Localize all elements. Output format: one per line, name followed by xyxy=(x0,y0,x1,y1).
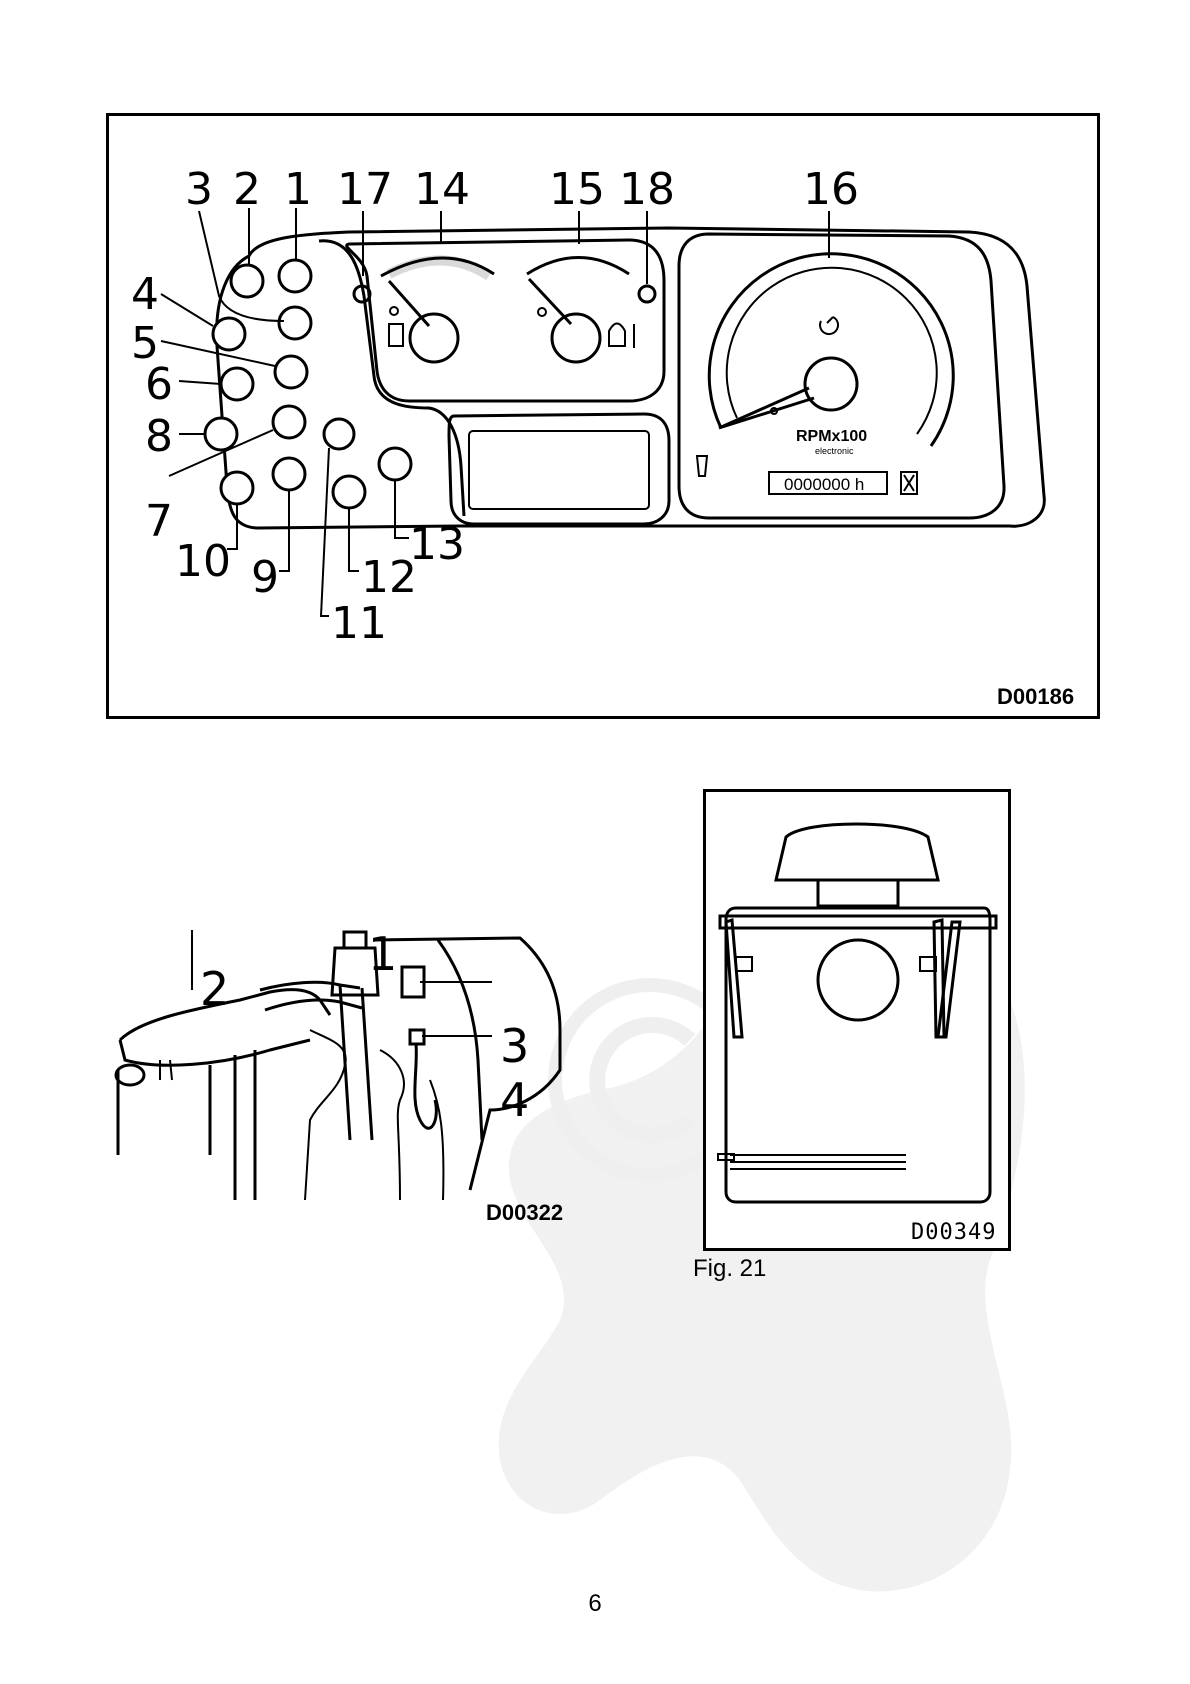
figure-code: D00186 xyxy=(997,684,1074,709)
callout-15: 15 xyxy=(549,164,605,215)
dashboard-figure: 3 2 1 17 14 15 18 16 4 5 6 8 7 10 9 12 1… xyxy=(106,113,1100,719)
engine-callout-4: 4 xyxy=(500,1073,529,1127)
dashboard-labels: 3 2 1 17 14 15 18 16 4 5 6 8 7 10 9 12 1… xyxy=(109,116,1097,716)
callout-7: 7 xyxy=(145,496,173,547)
callout-8: 8 xyxy=(145,411,173,462)
engine-callout-3: 3 xyxy=(500,1019,529,1073)
callout-11: 11 xyxy=(331,598,387,649)
callout-17: 17 xyxy=(337,164,393,215)
callout-9: 9 xyxy=(251,552,279,603)
callout-2: 2 xyxy=(233,164,261,215)
callout-13: 13 xyxy=(409,519,465,570)
callout-6: 6 xyxy=(145,359,173,410)
callout-14: 14 xyxy=(414,164,470,215)
gauge-sublabel: electronic xyxy=(815,446,854,456)
engine-callout-2: 2 xyxy=(200,962,229,1016)
gauge-label: RPMx100 xyxy=(796,428,867,445)
hour-meter-value: 0000000 h xyxy=(784,475,864,494)
tank-labels: D00349 xyxy=(706,792,1008,1248)
page-number: 6 xyxy=(0,1590,1190,1618)
engine-figure-code: D00322 xyxy=(486,1200,563,1225)
callout-4: 4 xyxy=(131,269,159,320)
engine-labels: 1 2 3 4 D00322 xyxy=(100,920,700,1230)
figure-caption: Fig. 21 xyxy=(693,1255,766,1283)
callout-3: 3 xyxy=(185,164,213,215)
tank-figure: D00349 xyxy=(703,789,1011,1251)
engine-callout-1: 1 xyxy=(368,927,397,981)
callout-16: 16 xyxy=(803,164,859,215)
callout-1: 1 xyxy=(284,164,312,215)
callout-10: 10 xyxy=(175,536,231,587)
callout-18: 18 xyxy=(619,164,675,215)
tank-figure-code: D00349 xyxy=(911,1220,996,1245)
